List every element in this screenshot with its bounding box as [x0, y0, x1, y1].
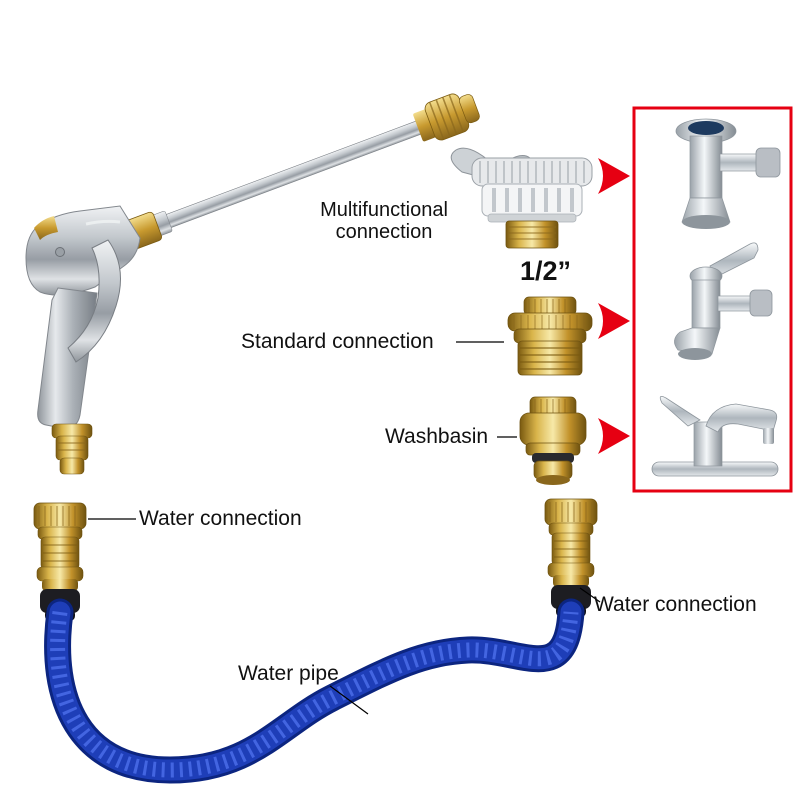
- washing-machine-tap-icon: [675, 118, 781, 229]
- gun-body: [25, 205, 141, 475]
- arrow-right-icon: [598, 158, 630, 194]
- arrow-right-icon: [598, 303, 630, 339]
- spray-wand: [123, 93, 480, 250]
- label-size-half-inch: 1/2”: [520, 256, 572, 286]
- brass-nozzle-icon: [413, 93, 480, 142]
- label-standard-connection: Standard connection: [241, 330, 434, 353]
- label-washbasin: Washbasin: [385, 425, 489, 448]
- label-multifunctional-connection: Multifunctional connection: [302, 199, 466, 243]
- gun-grip: [37, 287, 98, 429]
- faucet-examples-panel: [632, 106, 793, 493]
- arrow-right-icon: [598, 418, 630, 454]
- standard-threaded-connector-figure: [507, 296, 593, 376]
- leader-lines: [88, 341, 601, 715]
- o-ring: [532, 453, 574, 463]
- spray-gun-figure: [25, 93, 480, 475]
- label-water-connection-right: Water connection: [594, 593, 757, 616]
- label-line-2: connection: [335, 221, 433, 243]
- gun-inlet-brass-connector: [51, 423, 93, 475]
- basin-mixer-tap-icon: [651, 395, 779, 477]
- label-water-pipe: Water pipe: [238, 662, 339, 685]
- brass-accent: [34, 216, 58, 240]
- multifunctional-tap-connector-figure: [450, 147, 593, 249]
- washbasin-tap-connector-figure: [519, 396, 587, 485]
- expandable-water-pipe-figure: [44, 598, 585, 784]
- outdoor-tap-icon: [674, 242, 773, 360]
- gun-trigger: [67, 239, 121, 363]
- leader-line-water-pipe: [329, 685, 369, 715]
- label-line-1: Multifunctional: [320, 199, 448, 221]
- leader-line-water-connection-right: [579, 587, 601, 603]
- label-water-connection-left: Water connection: [139, 507, 302, 530]
